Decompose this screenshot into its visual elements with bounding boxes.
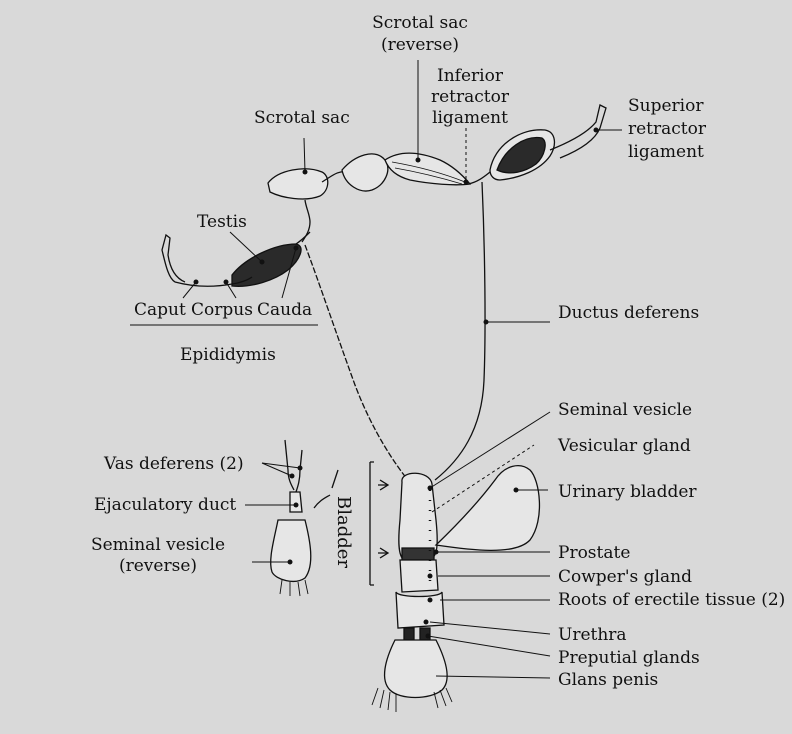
label-vesicular-gland: Vesicular gland — [558, 436, 691, 456]
inset-vesicle — [271, 520, 311, 581]
leader-urethra — [430, 622, 550, 634]
label-caput: Caput — [134, 300, 186, 320]
leader-preputial — [428, 636, 550, 656]
cauda-link — [296, 232, 310, 244]
dot-scrotal-reverse — [416, 158, 421, 163]
label-inferior-retractor-1: Inferior — [422, 66, 518, 86]
bladder-bracket — [370, 462, 374, 585]
leader-scrotal-sac — [304, 138, 305, 172]
leader-glans — [436, 676, 550, 678]
dot-preputial — [426, 634, 431, 639]
label-preputial-glands: Preputial glands — [558, 648, 700, 668]
dot-roots — [428, 598, 433, 603]
dot-corpus — [224, 280, 229, 285]
prostate-band — [402, 548, 434, 560]
dot-cauda — [294, 246, 299, 251]
urethra-dark — [404, 628, 430, 640]
label-vas-deferens: Vas deferens (2) — [104, 454, 244, 474]
dot-scrotal — [303, 170, 308, 175]
label-seminal-vesicle-reverse-2: (reverse) — [60, 556, 256, 576]
label-seminal-vesicle: Seminal vesicle — [558, 400, 692, 420]
dot-cowpers — [428, 574, 433, 579]
dot-ductus — [484, 320, 489, 325]
label-roots-erectile: Roots of erectile tissue (2) — [558, 590, 785, 610]
bracket-arrow-top — [378, 480, 388, 490]
dot-ejaculatory — [294, 503, 299, 508]
label-scrotal-sac: Scrotal sac — [254, 108, 350, 128]
label-bladder: Bladder — [333, 496, 354, 568]
label-cauda: Cauda — [257, 300, 312, 320]
dot-testis — [260, 260, 265, 265]
dot-caput — [194, 280, 199, 285]
dot-urethra — [424, 620, 429, 625]
inset-ejaculatory — [290, 492, 302, 512]
caput-tail — [162, 235, 185, 282]
dot-prostate — [434, 550, 439, 555]
ductus-deferens-right — [435, 182, 485, 480]
label-scrotal-sac-reverse-1: Scrotal sac — [360, 13, 480, 33]
ductus-deferens-left — [305, 245, 412, 485]
dot-inferior — [464, 180, 469, 185]
label-ejaculatory-duct: Ejaculatory duct — [94, 495, 236, 515]
label-superior-retractor-2: retractor — [628, 119, 706, 139]
label-inferior-retractor-3: ligament — [422, 108, 518, 128]
label-scrotal-sac-reverse-2: (reverse) — [360, 35, 480, 55]
label-cowpers-gland: Cowper's gland — [558, 567, 692, 587]
bracket-arrow-bottom — [378, 548, 388, 558]
inset-vas-left — [285, 440, 294, 490]
scrotal-sac-left — [268, 169, 328, 199]
scrotal-sac-middle — [342, 154, 388, 191]
label-glans-penis: Glans penis — [558, 670, 658, 690]
inset-feet — [280, 580, 308, 596]
scrotal-sac-reverse — [385, 153, 470, 185]
urinary-bladder — [436, 466, 539, 551]
label-prostate: Prostate — [558, 543, 630, 563]
dot-vas-2 — [298, 466, 303, 471]
label-ductus-deferens: Ductus deferens — [558, 303, 699, 323]
dot-seminal-reverse — [288, 560, 293, 565]
dot-seminal — [428, 486, 433, 491]
label-urinary-bladder: Urinary bladder — [558, 482, 697, 502]
label-superior-retractor-3: ligament — [628, 142, 704, 162]
dot-superior — [594, 128, 599, 133]
label-inferior-retractor-2: retractor — [422, 87, 518, 107]
label-testis: Testis — [197, 212, 247, 232]
inferior-ligament-link — [468, 172, 490, 184]
label-corpus: Corpus — [191, 300, 253, 320]
inset-vas-right — [296, 450, 302, 492]
label-urethra: Urethra — [558, 625, 627, 645]
label-superior-retractor-1: Superior — [628, 96, 703, 116]
dot-vas-1 — [290, 474, 295, 479]
dot-urinary — [514, 488, 519, 493]
glans-penis — [385, 640, 448, 698]
label-epididymis: Epididymis — [180, 345, 276, 365]
leader-testis — [230, 232, 262, 262]
label-seminal-vesicle-reverse-1: Seminal vesicle — [60, 535, 256, 555]
